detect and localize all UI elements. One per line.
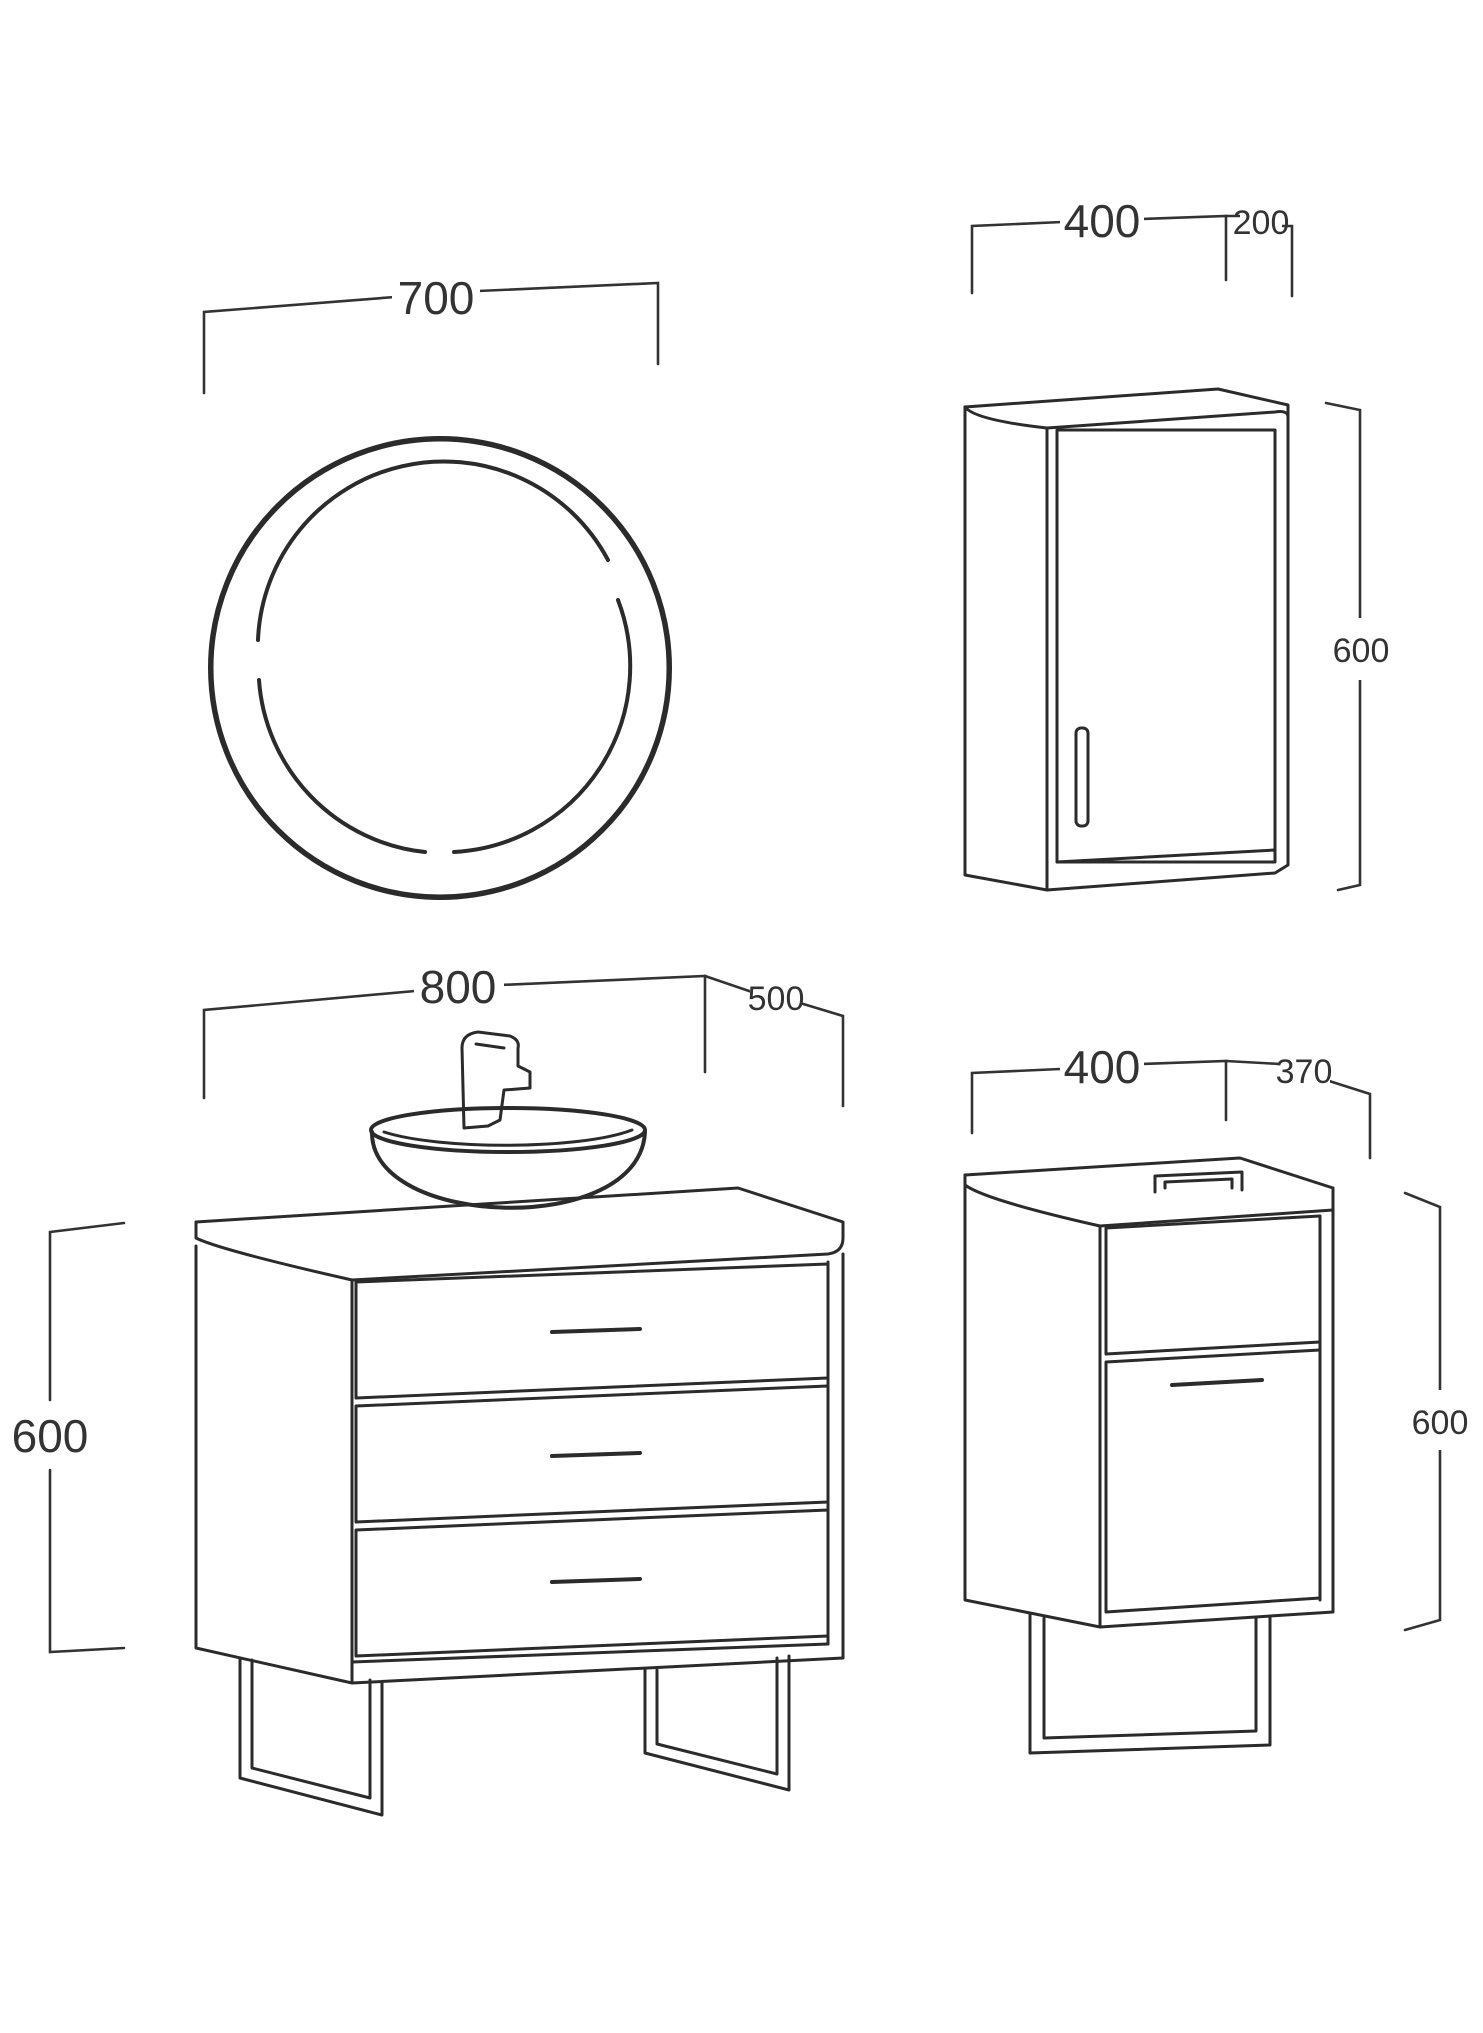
vanity-countertop <box>194 1186 845 1240</box>
vessel-basin <box>369 1130 647 1210</box>
vanity-unit <box>194 1030 845 1817</box>
vanity-drawer-bottom <box>354 1508 830 1658</box>
side-cabinet-top-handle <box>1153 1170 1244 1194</box>
wall-cabinet-width-label: 400 <box>1064 195 1141 247</box>
side-cabinet-body <box>963 1183 1335 1629</box>
side-cabinet-door-handle <box>1170 1378 1264 1387</box>
side-cabinet-depth-dimension: 370 <box>1224 1050 1372 1160</box>
side-cabinet-height-label: 600 <box>1412 1404 1469 1442</box>
vanity-leg-right <box>643 1654 791 1792</box>
mirror-led-arc-right <box>452 598 633 854</box>
wall-cabinet-height-dimension: 600 <box>1324 401 1390 892</box>
side-cabinet-depth-label: 370 <box>1276 1053 1333 1091</box>
vanity-width-label: 800 <box>420 961 497 1013</box>
vanity-depth-label: 500 <box>748 980 805 1018</box>
mirror-led-arc-left <box>257 678 427 854</box>
vanity-drawer-middle-handle <box>550 1451 642 1458</box>
round-mirror <box>208 436 672 900</box>
side-cabinet-height-dimension: 600 <box>1403 1191 1469 1632</box>
vanity-body <box>194 1244 845 1685</box>
side-cabinet <box>963 1156 1335 1755</box>
vanity-height-label: 600 <box>12 1410 89 1462</box>
wall-cabinet-depth-label: 200 <box>1233 204 1290 242</box>
vanity-leg-left <box>238 1656 384 1817</box>
mirror-width-label: 700 <box>398 272 475 324</box>
wall-cabinet-door <box>1055 428 1277 864</box>
vanity-drawer-middle <box>354 1384 830 1524</box>
wall-cabinet-width-dimension: 400 <box>970 195 1228 295</box>
wall-cabinet-door-handle <box>1074 726 1090 828</box>
faucet <box>460 1030 532 1130</box>
wall-cabinet-height-label: 600 <box>1333 632 1390 670</box>
side-cabinet-door <box>1104 1348 1322 1614</box>
side-cabinet-leg-frame <box>1028 1612 1272 1755</box>
vanity-width-dimension: 800 <box>202 960 707 1100</box>
side-cabinet-top <box>963 1156 1335 1190</box>
side-cabinet-width-dimension: 400 <box>970 1041 1228 1135</box>
wall-cabinet-top <box>963 405 1290 430</box>
wall-cabinet-depth-dimension: 200 <box>1224 200 1294 298</box>
side-cabinet-drawer <box>1104 1214 1322 1356</box>
mirror-outer-ring <box>208 436 672 900</box>
vanity-depth-dimension: 500 <box>703 974 845 1108</box>
wall-cabinet-body <box>963 405 1290 892</box>
vanity-drawer-top <box>354 1262 830 1400</box>
vanity-drawer-bottom-handle <box>550 1577 642 1584</box>
mirror-led-arc-top <box>256 459 610 642</box>
wall-cabinet <box>963 387 1290 892</box>
vanity-drawer-top-handle <box>550 1327 642 1334</box>
side-cabinet-width-label: 400 <box>1064 1041 1141 1093</box>
vanity-height-dimension: 600 <box>2 1221 126 1654</box>
mirror-width-dimension: 700 <box>202 272 660 395</box>
